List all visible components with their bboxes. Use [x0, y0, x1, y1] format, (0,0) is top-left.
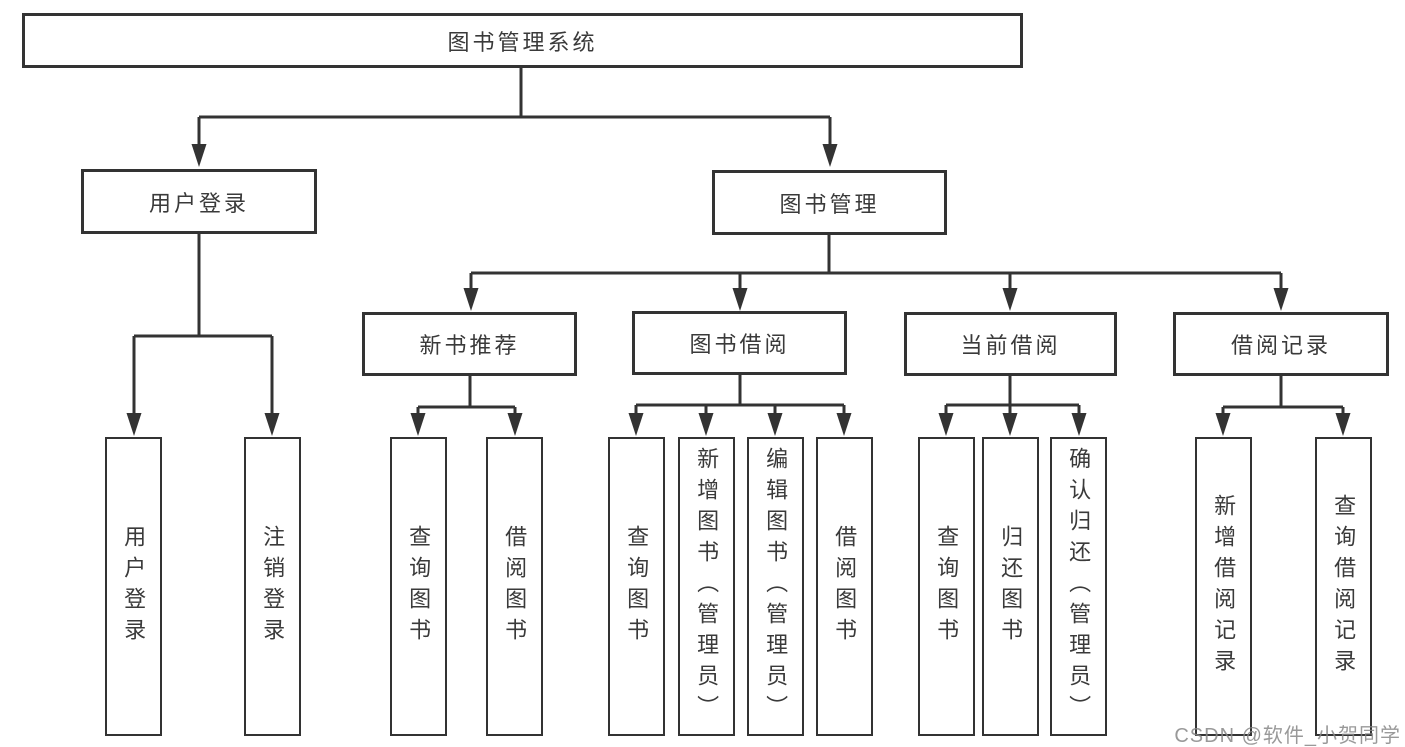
arrow-icon	[822, 144, 838, 167]
node-label: 当前借阅	[960, 333, 1061, 358]
leaf-label: 注销登录	[260, 524, 286, 649]
node-label: 图书借阅	[689, 332, 790, 357]
leaf-label: 编辑图书（管理员）	[763, 447, 789, 726]
arrow-icon	[732, 288, 748, 311]
node-label: 图书管理系统	[447, 29, 598, 55]
node-library-management-system: 图书管理系统	[22, 13, 1023, 68]
arrow-icon	[410, 413, 426, 436]
watermark: CSDN @软件_小贺同学	[1174, 725, 1401, 747]
node-new-book-recommendation: 新书推荐	[362, 312, 577, 376]
arrow-icon	[628, 413, 644, 436]
node-label: 用户登录	[148, 190, 249, 216]
arrow-icon	[836, 413, 852, 436]
connector-path	[132, 67, 1345, 417]
arrow-icon	[126, 413, 142, 436]
leaf-label: 查询借阅记录	[1331, 493, 1357, 680]
leaf-logout-login: 注销登录	[244, 437, 301, 736]
node-current-borrowing: 当前借阅	[904, 312, 1117, 376]
leaf-query-books-borrowing: 查询图书	[608, 437, 665, 736]
leaf-edit-books-admin: 编辑图书（管理员）	[747, 437, 804, 736]
arrow-icon	[1002, 413, 1018, 436]
arrow-icon	[1335, 413, 1351, 436]
leaf-add-books-admin: 新增图书（管理员）	[678, 437, 735, 736]
arrow-icon	[264, 413, 280, 436]
leaf-label: 查询图书	[406, 524, 432, 649]
arrow-icon	[698, 413, 714, 436]
arrow-icon	[191, 144, 207, 167]
arrow-icon	[938, 413, 954, 436]
leaf-add-borrow-record: 新增借阅记录	[1195, 437, 1252, 736]
arrowheads	[126, 144, 1351, 436]
arrow-icon	[463, 288, 479, 311]
arrow-icon	[1273, 288, 1289, 311]
arrow-icon	[1071, 413, 1087, 436]
node-user-login: 用户登录	[81, 169, 317, 234]
leaf-return-books: 归还图书	[982, 437, 1039, 736]
leaf-label: 查询图书	[624, 524, 650, 649]
leaf-label: 归还图书	[998, 524, 1024, 649]
leaf-label: 借阅图书	[502, 524, 528, 649]
node-book-management: 图书管理	[712, 170, 947, 235]
leaf-query-books-current: 查询图书	[918, 437, 975, 736]
node-label: 借阅记录	[1230, 333, 1331, 358]
arrow-icon	[507, 413, 523, 436]
arrow-icon	[1002, 288, 1018, 311]
leaf-label: 借阅图书	[832, 524, 858, 649]
node-label: 新书推荐	[419, 333, 520, 358]
leaf-label: 用户登录	[121, 524, 147, 649]
node-book-borrowing: 图书借阅	[632, 311, 847, 375]
leaf-confirm-return-admin: 确认归还（管理员）	[1050, 437, 1107, 736]
leaf-borrow-books-recommend: 借阅图书	[486, 437, 543, 736]
leaf-borrow-books-borrowing: 借阅图书	[816, 437, 873, 736]
leaf-query-borrow-record: 查询借阅记录	[1315, 437, 1372, 736]
arrow-icon	[1215, 413, 1231, 436]
arrow-icon	[767, 413, 783, 436]
leaf-query-books-recommend: 查询图书	[390, 437, 447, 736]
leaf-label: 新增借阅记录	[1211, 493, 1237, 680]
leaf-label: 新增图书（管理员）	[694, 447, 720, 726]
leaf-label: 确认归还（管理员）	[1066, 447, 1092, 726]
leaf-label: 查询图书	[934, 524, 960, 649]
node-label: 图书管理	[779, 191, 880, 217]
leaf-user-login: 用户登录	[105, 437, 162, 736]
node-borrowing-records: 借阅记录	[1173, 312, 1389, 376]
